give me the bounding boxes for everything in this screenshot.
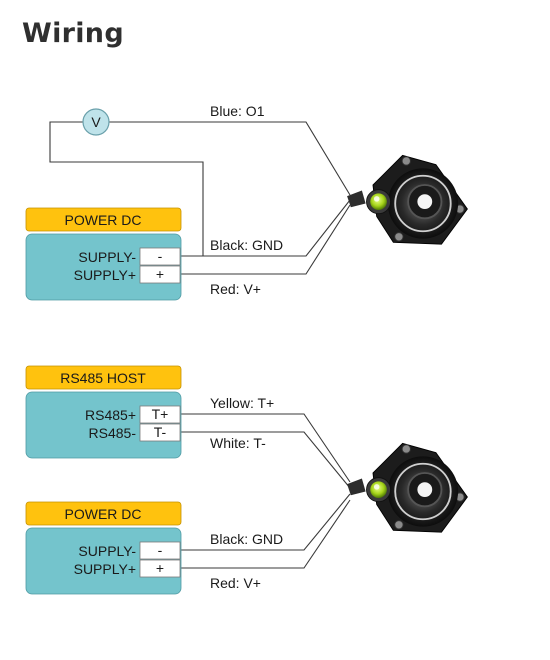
terminal-plus-text: + — [156, 266, 164, 282]
power-dc-header-text-2: POWER DC — [65, 506, 142, 522]
terminal-minus-text-2: - — [158, 542, 163, 558]
terminal-tminus-text: T- — [154, 424, 167, 440]
label-yellow-tplus: Yellow: T+ — [210, 395, 274, 411]
rs485-host-header — [25, 365, 182, 390]
sensor-icon — [346, 154, 469, 246]
wire-red-vplus — [180, 204, 351, 275]
voltmeter-label: V — [91, 114, 101, 130]
wire-blue-o1 — [108, 121, 351, 196]
power-dc-header-2 — [25, 501, 182, 526]
pin-label-supply-minus: SUPPLY- — [78, 249, 136, 265]
voltmeter-icon — [82, 108, 110, 136]
diagram-2: Yellow: T+ White: T- Black: GND Red: V+ … — [25, 365, 469, 595]
sensor-icon-2 — [346, 442, 469, 534]
terminal-minus-2 — [139, 541, 181, 560]
rs485-host-header-text: RS485 HOST — [60, 370, 146, 386]
terminal-minus — [139, 247, 181, 266]
terminal-tminus — [139, 423, 181, 442]
pin-label-rs485-plus: RS485+ — [85, 407, 136, 423]
label-black-gnd-2: Black: GND — [210, 531, 283, 547]
diagram-1: V Blue: O1 Black: GND Red: V+ POWER DC S… — [25, 103, 469, 301]
label-red-vplus-2: Red: V+ — [210, 575, 261, 591]
wire-black-gnd — [180, 199, 351, 257]
pin-label-supply-plus: SUPPLY+ — [74, 267, 136, 283]
power-dc-block-2: POWER DC SUPPLY- SUPPLY+ - + — [25, 501, 182, 595]
rs485-host-block: RS485 HOST RS485+ RS485- T+ T- — [25, 365, 182, 459]
wire-white-tminus — [180, 431, 351, 489]
wire-black-gnd-2 — [180, 493, 351, 551]
label-white-tminus: White: T- — [210, 435, 266, 451]
terminal-plus-text-2: + — [156, 560, 164, 576]
label-red-vplus: Red: V+ — [210, 281, 261, 297]
pin-label-rs485-minus: RS485- — [89, 425, 137, 441]
pin-label-supply-minus-2: SUPPLY- — [78, 543, 136, 559]
label-black-gnd: Black: GND — [210, 237, 283, 253]
wire-red-vplus-2 — [180, 499, 351, 569]
pin-label-supply-plus-2: SUPPLY+ — [74, 561, 136, 577]
power-dc-header-text: POWER DC — [65, 212, 142, 228]
power-dc-block: POWER DC SUPPLY- SUPPLY+ - + — [25, 207, 182, 301]
wire-yellow-tplus — [180, 413, 351, 483]
terminal-tplus — [139, 405, 181, 424]
page-title: Wiring — [22, 18, 124, 49]
terminal-plus-2 — [139, 559, 181, 578]
terminal-tplus-text: T+ — [152, 406, 169, 422]
terminal-minus-text: - — [158, 248, 163, 264]
terminal-plus — [139, 265, 181, 284]
label-blue-o1: Blue: O1 — [210, 103, 265, 119]
power-dc-header — [25, 207, 182, 232]
